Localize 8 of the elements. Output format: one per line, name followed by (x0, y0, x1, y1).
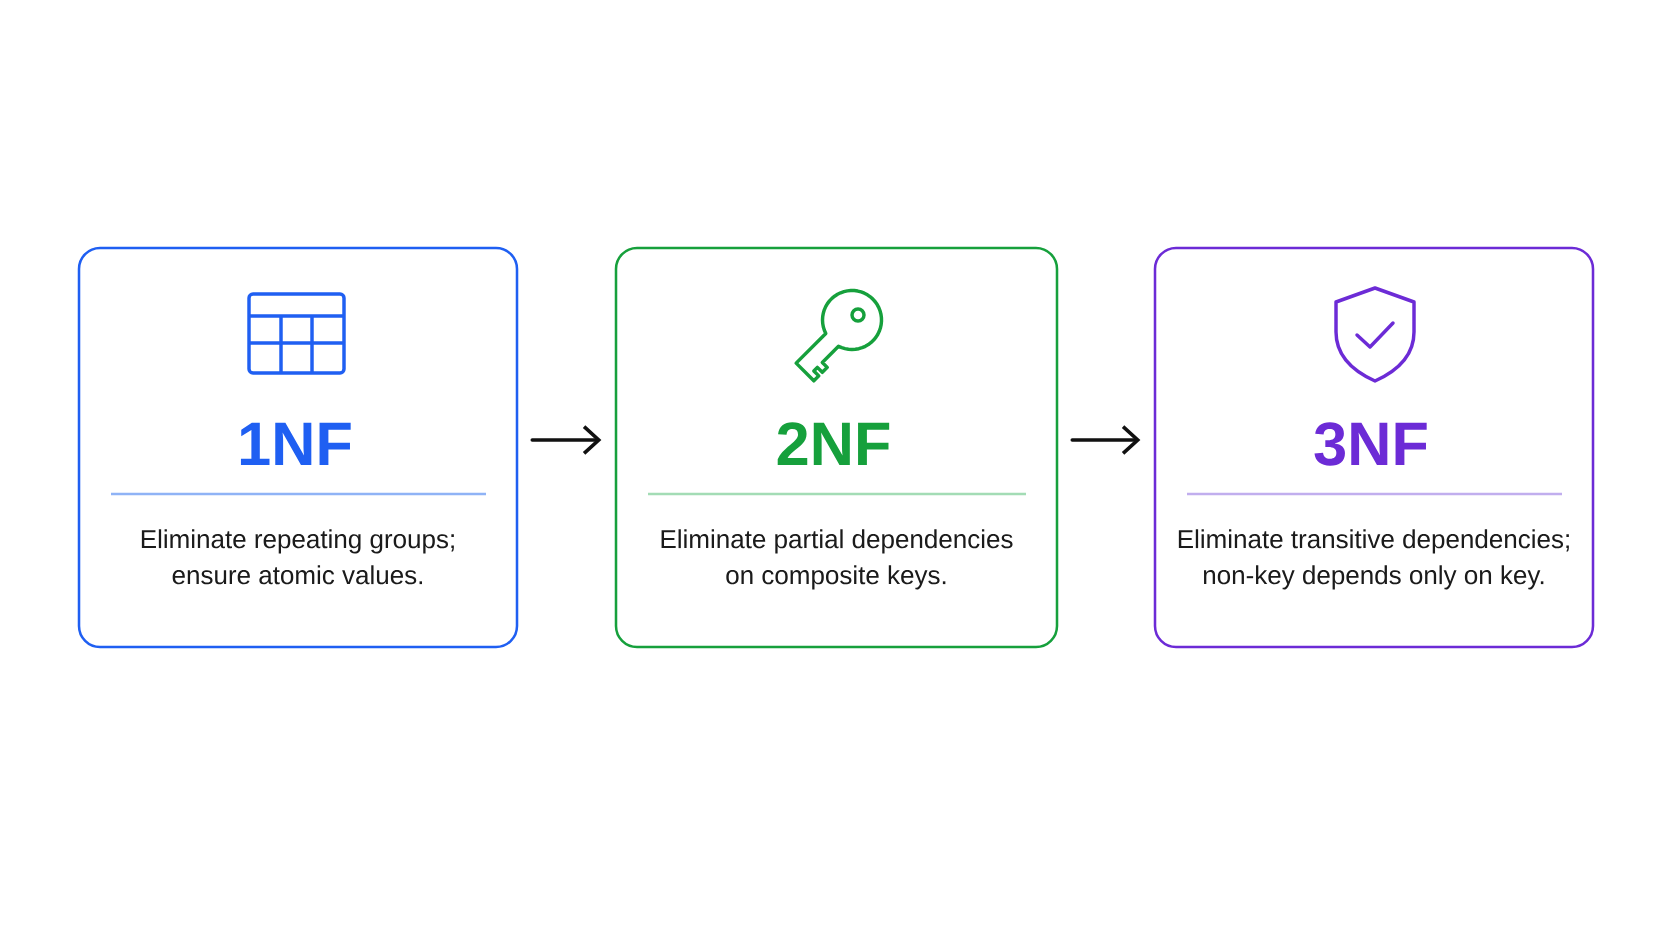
card-title: 1NF (240, 422, 351, 465)
arrow (1070, 425, 1141, 455)
description: Eliminate partial dependencies on composite keys. (661, 529, 1013, 590)
description: Eliminate repeating groups; ensure atomic values. (141, 529, 454, 585)
card-title: 3NF (1314, 422, 1427, 466)
arrow (530, 425, 602, 455)
description: Eliminate transitive dependencies; non-key depends only on key. (1178, 529, 1569, 590)
card-title: 2NF (777, 422, 890, 465)
